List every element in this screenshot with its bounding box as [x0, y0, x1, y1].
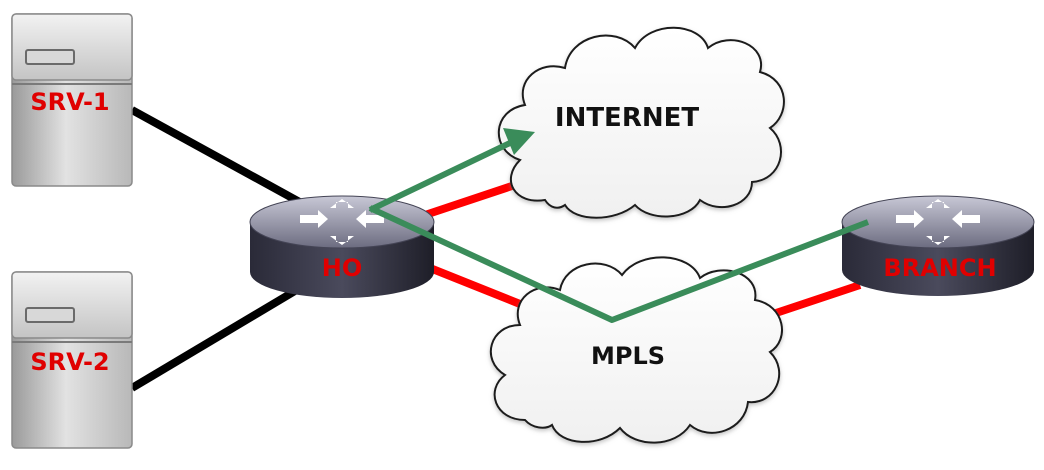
mpls-label: MPLS — [591, 342, 665, 370]
link-srv2-ho — [129, 281, 308, 392]
router-branch-label: BRANCH — [883, 254, 996, 282]
internet-label: INTERNET — [555, 103, 699, 133]
mpls-cloud — [489, 256, 783, 444]
router-top — [841, 195, 1035, 249]
server-srv1: SRV-1 — [11, 13, 133, 187]
server-top-bay — [11, 13, 133, 81]
drive-slot-icon — [25, 307, 75, 323]
mpls-cloud-shape — [489, 256, 783, 444]
link-srv1-ho — [130, 106, 307, 209]
traffic-path-arrowhead — [503, 128, 535, 155]
router-ho: HO — [249, 195, 435, 298]
link-mpls-branch — [768, 281, 862, 319]
router-arrows-icon — [896, 199, 980, 245]
router-ho-label: HO — [322, 254, 363, 282]
internet-cloud — [497, 26, 785, 219]
router-arrows-icon — [300, 199, 384, 245]
internet-cloud-shape — [497, 26, 785, 219]
router-top — [249, 195, 435, 249]
server-top-bay — [11, 271, 133, 339]
router-branch: BRANCH — [841, 195, 1035, 296]
traffic-path-ho-internet — [368, 140, 512, 213]
drive-slot-icon — [25, 49, 75, 65]
server-srv1-label: SRV-1 — [30, 88, 109, 116]
server-srv2-label: SRV-2 — [30, 348, 109, 376]
server-srv2: SRV-2 — [11, 271, 133, 449]
link-ho-mpls — [428, 264, 532, 312]
traffic-path-ho-branch — [368, 205, 870, 323]
